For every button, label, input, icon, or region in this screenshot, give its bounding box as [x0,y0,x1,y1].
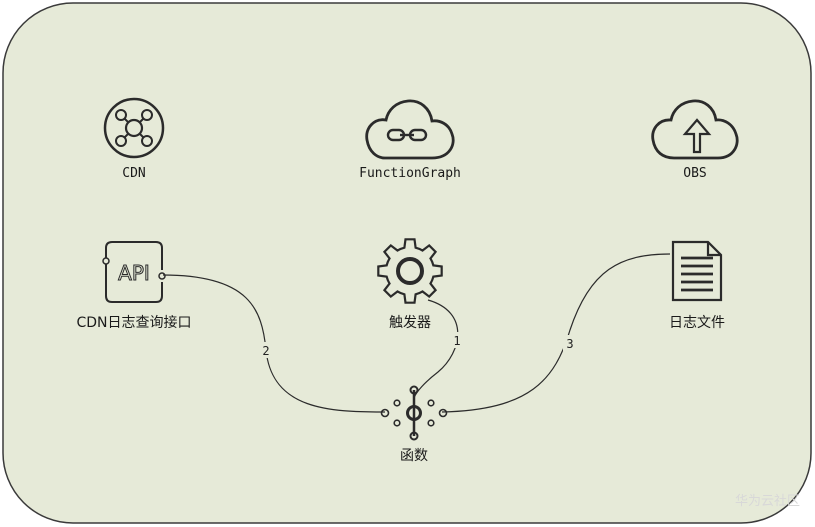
cloud-link-icon [365,99,455,160]
node-label-trigger: 触发器 [389,315,431,331]
cloud-upload-icon [651,99,739,160]
document-icon [671,240,723,302]
node-label-cdn-api: CDN日志查询接口 [76,314,191,331]
edge-function-logfile [441,253,671,413]
watermark: 华为云社区 [735,493,800,509]
service-label-obs: OBS [683,166,706,181]
service-label-functiongraph: FunctionGraph [359,166,461,181]
cdn-hub-icon [103,97,165,159]
api-box-icon [102,241,166,303]
edge-label-2: 2 [262,344,269,358]
edge-trigger-function [413,299,459,399]
service-label-cdn: CDN [122,166,145,181]
function-node-icon [380,385,448,441]
gear-icon [377,238,443,304]
node-label-log-file: 日志文件 [669,315,725,331]
edge-label-3: 3 [566,337,573,351]
edge-label-1: 1 [453,334,460,348]
node-label-function: 函数 [400,448,428,464]
api-box-text: API [118,261,150,285]
